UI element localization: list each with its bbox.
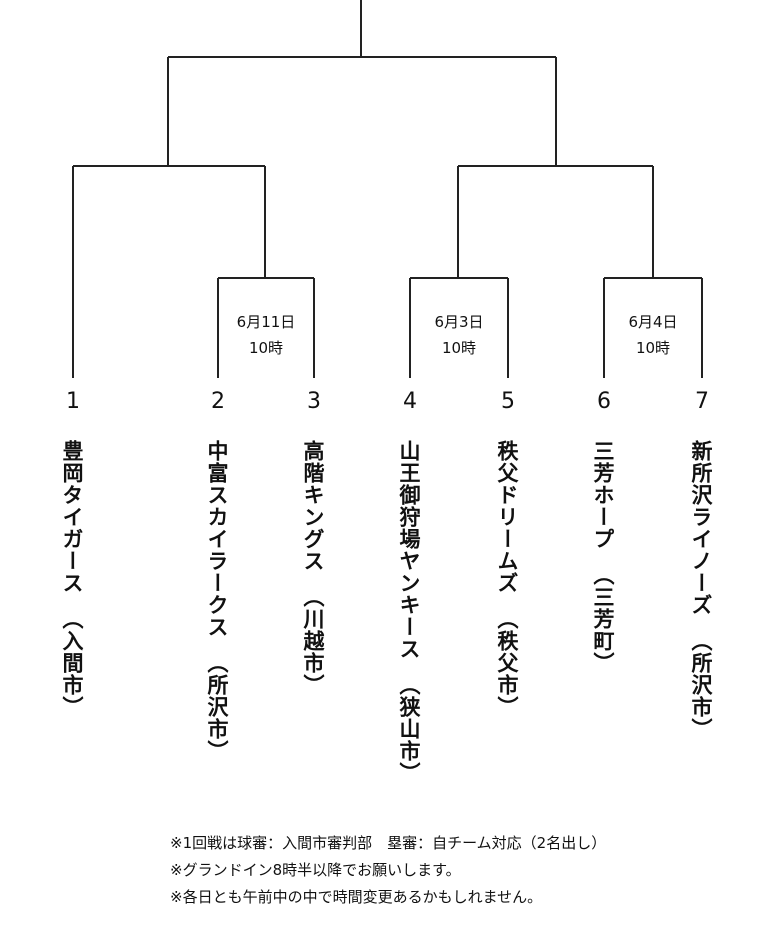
note-line: ※グランドイン8時半以降でお願いします。 [170, 861, 461, 879]
seed-number: 4 [403, 389, 417, 414]
team-entry: 高階キングス （川越市） [298, 440, 328, 696]
bracket-match-c-line [603, 277, 703, 378]
team-name: 山王御狩場ヤンキース [397, 440, 421, 660]
team-name: 中富スカイラークス [205, 440, 229, 638]
notes: ※1回戦は球審：入間市審判部 塁審：自チーム対応（2名出し） ※グランドイン8時… [170, 830, 606, 911]
team-city: （所沢市） [205, 652, 229, 762]
team-entry: 秩父ドリームズ （秩父市） [492, 440, 522, 718]
match-label-3: 6月4日 10時 [603, 309, 703, 361]
team-entry: 新所沢ライノーズ （所沢市） [686, 440, 716, 740]
note-line: ※各日とも午前中の中で時間変更あるかもしれません。 [170, 888, 543, 906]
team-name: 三芳ホープ [591, 440, 615, 550]
match-date: 6月4日 [628, 313, 678, 331]
match-time: 10時 [248, 339, 284, 357]
match-label-2: 6月3日 10時 [409, 309, 509, 361]
match-date: 6月3日 [434, 313, 484, 331]
bracket-match-b-line [409, 277, 509, 378]
seed-number: 5 [501, 389, 515, 414]
team-name: 高階キングス [301, 440, 325, 572]
match-label-1: 6月11日 10時 [216, 309, 316, 361]
team-city: （三芳町） [591, 564, 615, 674]
team-city: （秩父市） [495, 608, 519, 718]
team-city: （入間市） [60, 608, 84, 718]
team-entry: 中富スカイラークス （所沢市） [202, 440, 232, 762]
seed-number: 7 [695, 389, 709, 414]
bracket-right-branch-line [457, 165, 654, 278]
note-line: ※1回戦は球審：入間市審判部 塁審：自チーム対応（2名出し） [170, 834, 607, 852]
seed-number: 6 [597, 389, 611, 414]
team-entry: 豊岡タイガース （入間市） [57, 440, 87, 718]
team-name: 秩父ドリームズ [495, 440, 519, 594]
bracket-left-branch-line [72, 165, 266, 378]
team-city: （狭山市） [397, 674, 421, 784]
match-time: 10時 [441, 339, 477, 357]
bracket-semifinal-left-line [167, 56, 557, 166]
seed-number: 3 [307, 389, 321, 414]
match-date: 6月11日 [236, 313, 296, 331]
team-entry: 三芳ホープ （三芳町） [588, 440, 618, 674]
team-name: 新所沢ライノーズ [689, 440, 713, 616]
team-city: （川越市） [301, 586, 325, 696]
seed-number: 2 [211, 389, 225, 414]
team-city: （所沢市） [689, 630, 713, 740]
seed-number: 1 [66, 389, 80, 414]
match-time: 10時 [635, 339, 671, 357]
team-name: 豊岡タイガース [60, 440, 84, 594]
bracket-match-a-line [217, 277, 315, 378]
team-entry: 山王御狩場ヤンキース （狭山市） [394, 440, 424, 784]
